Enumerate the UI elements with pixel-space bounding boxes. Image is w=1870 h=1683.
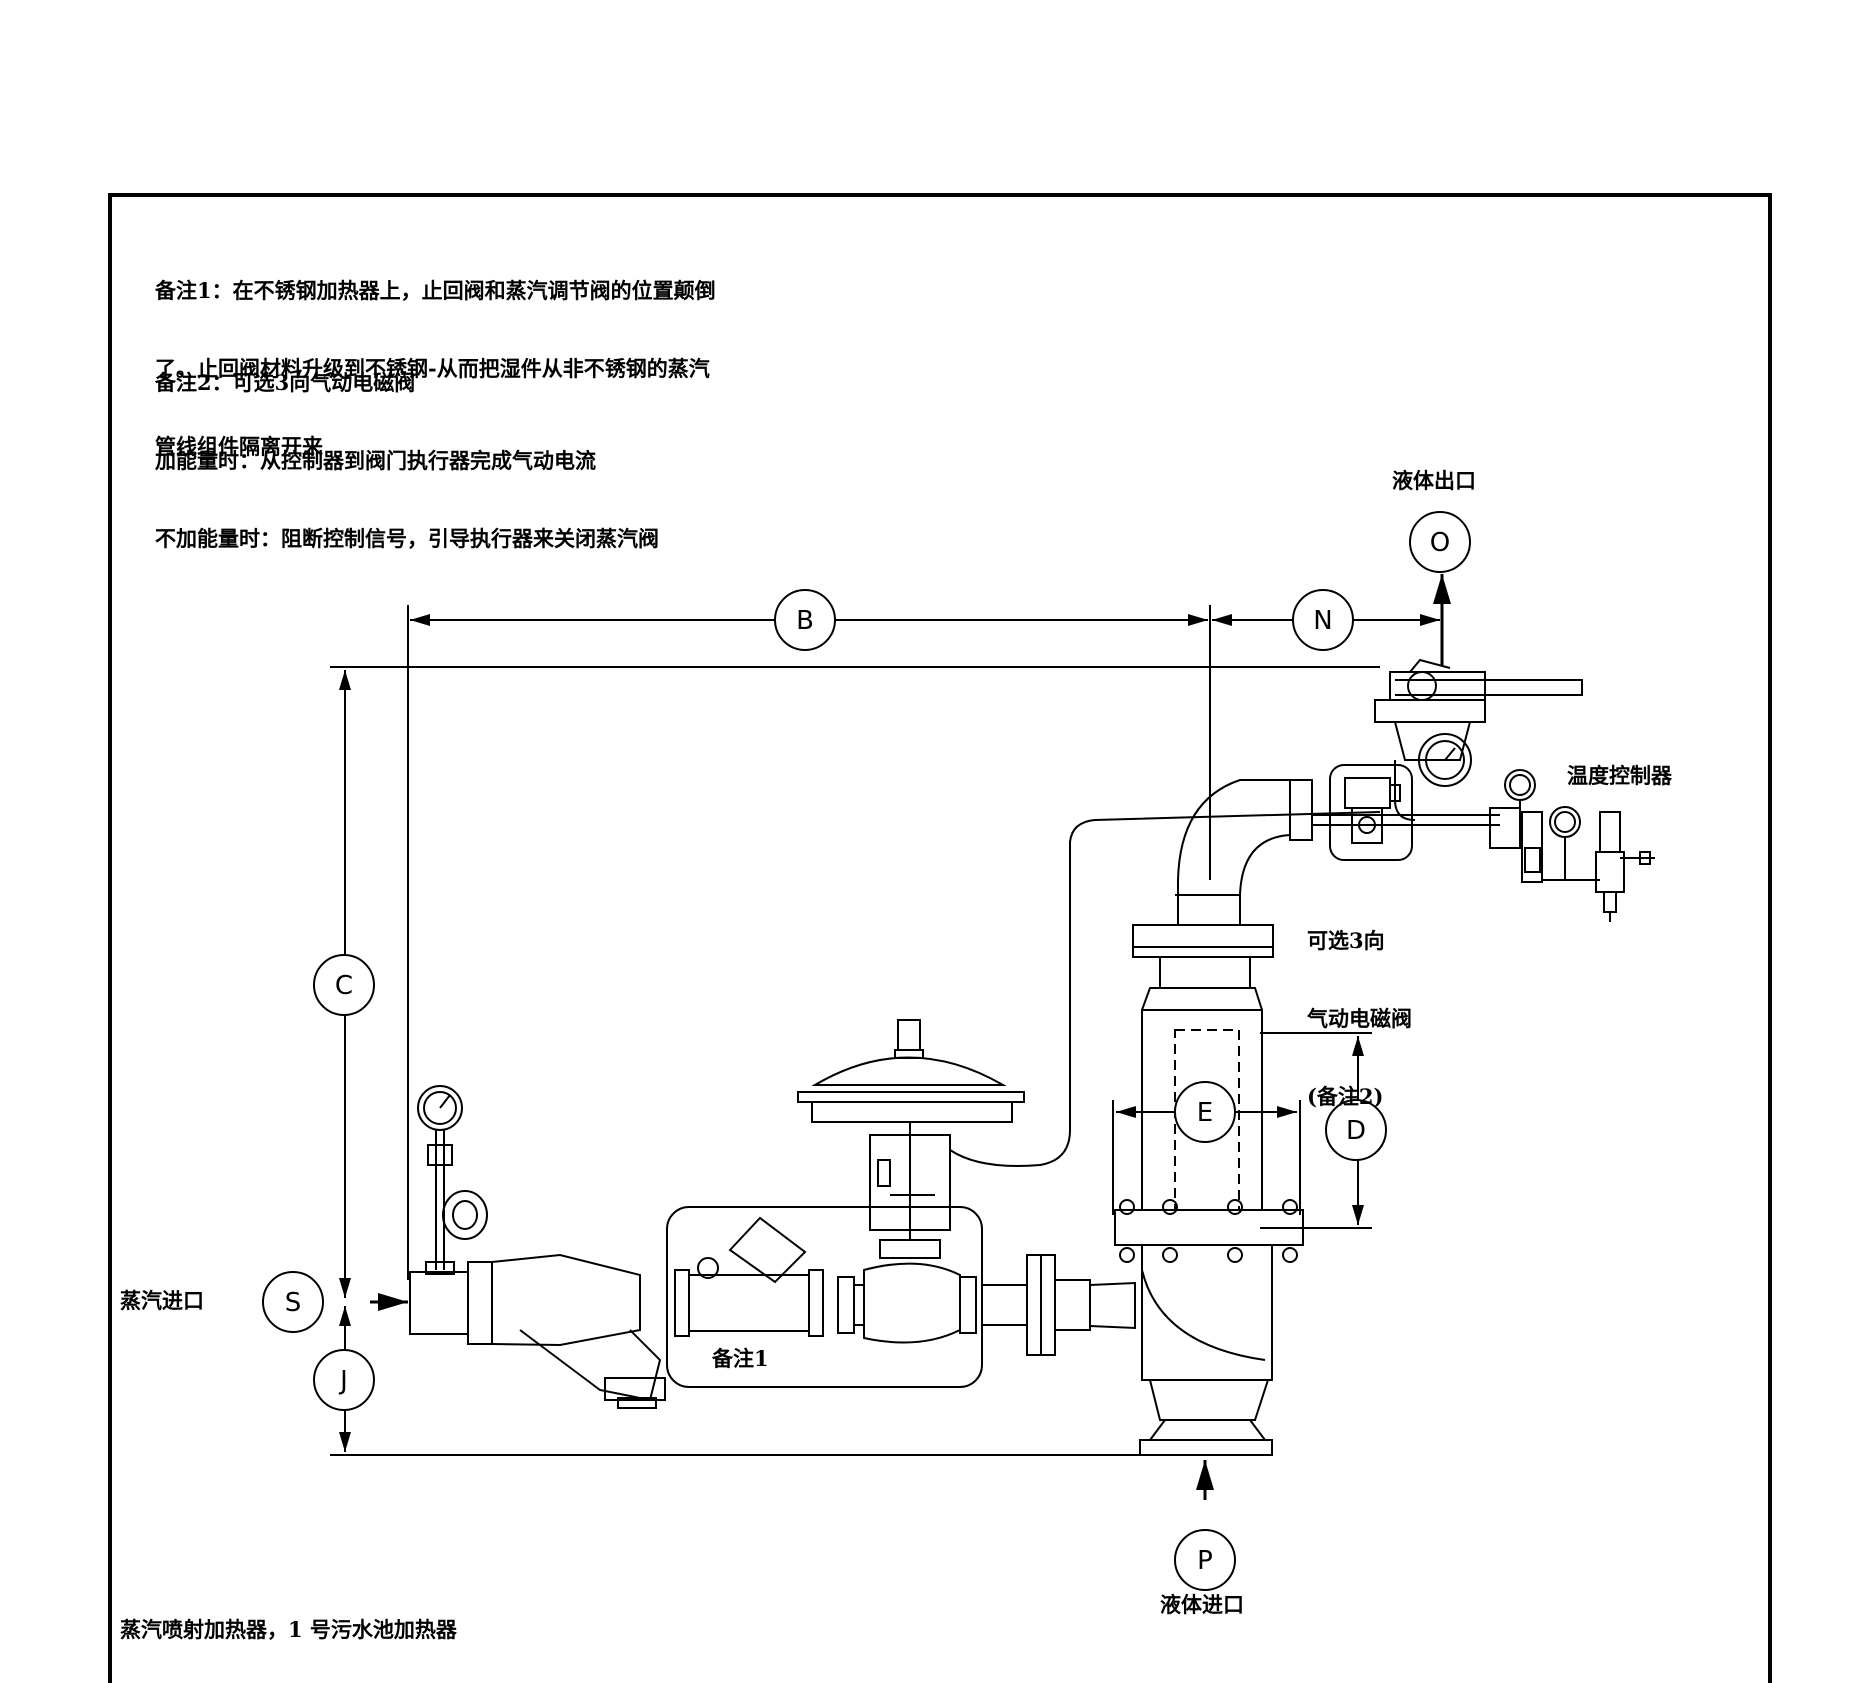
drawing-caption: 蒸汽喷射加热器，1 号污水池加热器 [120, 1617, 457, 1642]
svg-text:E: E [1197, 1098, 1213, 1128]
temperature-controller [1489, 769, 1655, 922]
note-1-line: 了。止回阀材料升级到不锈钢-从而把湿件从非不锈钢的蒸汽 [155, 356, 710, 381]
outlet-temp-gauge [1418, 733, 1472, 787]
dimension-j-line [330, 1306, 1145, 1456]
bubble-j: J [313, 1349, 375, 1411]
note-2-line: 加能量时：从控制器到阀门执行器完成气动电流 [155, 448, 596, 473]
outlet-elbow [1175, 779, 1313, 925]
note-1: 备注1：在不锈钢加热器上，止回阀和蒸汽调节阀的位置颠倒 了。止回阀材料升级到不锈… [155, 226, 716, 486]
svg-text:O: O [1430, 528, 1450, 558]
liquid-inlet-label: 液体进口 [1160, 1592, 1244, 1617]
steam-inlet-label: 蒸汽进口 [120, 1288, 204, 1313]
solenoid-box [1329, 764, 1413, 861]
bubble-e: E [1174, 1081, 1236, 1143]
bubble-o: O [1409, 511, 1471, 573]
outlet-valve [1374, 658, 1583, 821]
pneumatic-signal-line [949, 811, 1381, 1167]
note-2-line: 备注2：可选3向气动电磁阀 [155, 370, 416, 395]
bubble-n: N [1292, 589, 1354, 651]
svg-text:N: N [1313, 606, 1332, 636]
bubble-b: B [774, 589, 836, 651]
connecting-pipe [981, 1254, 1136, 1356]
steam-inlet-pipe [409, 1253, 666, 1409]
solenoid-valve [1312, 777, 1500, 844]
note-1-line: 管线组件隔离开来 [155, 434, 323, 459]
bubble-c: C [313, 954, 375, 1016]
bubble-p: P [1174, 1529, 1236, 1591]
svg-text:S: S [285, 1288, 302, 1318]
note-1-line: 备注1：在不锈钢加热器上，止回阀和蒸汽调节阀的位置颠倒 [155, 278, 716, 303]
dimension-c-line [330, 666, 1380, 1298]
note-2-line: 不加能量时：阻断控制信号，引导执行器来关闭蒸汽阀 [155, 526, 659, 551]
upper-flange [1132, 924, 1274, 988]
note-2: 备注2：可选3向气动电磁阀 加能量时：从控制器到阀门执行器完成气动电流 不加能量… [155, 318, 659, 578]
svg-text:D: D [1346, 1116, 1366, 1146]
bubble-s: S [262, 1271, 324, 1333]
bubble-d: D [1325, 1099, 1387, 1161]
liquid-outlet-label: 液体出口 [1392, 468, 1476, 493]
solenoid-label-line: 可选3向 [1307, 928, 1385, 953]
steam-pressure-gauge [417, 1085, 488, 1275]
svg-text:P: P [1197, 1546, 1213, 1576]
solenoid-label-line: 气动电磁阀 [1307, 1006, 1412, 1031]
check-valve [674, 1216, 824, 1337]
solenoid-label-line: (备注2) [1307, 1084, 1384, 1109]
control-valve-actuator [797, 1019, 1025, 1240]
temperature-controller-label: 温度控制器 [1567, 763, 1672, 788]
dimension-b-line [407, 605, 1208, 1280]
svg-text:B: B [796, 606, 814, 636]
drawing-frame [108, 193, 1772, 1683]
note1-callout-label: 备注1 [712, 1346, 769, 1371]
svg-text:C: C [335, 971, 353, 1001]
control-valve-body [837, 1239, 977, 1344]
svg-text:J: J [338, 1366, 348, 1396]
solenoid-valve-label: 可选3向 气动电磁阀 (备注2) [1307, 876, 1412, 1136]
heater-body [1114, 987, 1304, 1456]
